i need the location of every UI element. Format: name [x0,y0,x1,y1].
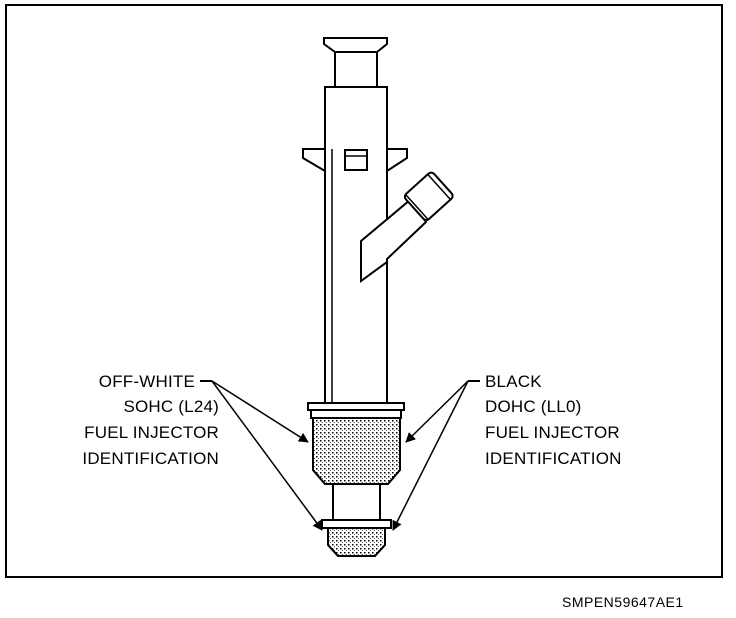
injector-o-ring-upper [307,402,405,411]
right-label-group: BLACK DOHC (LL0) FUEL INJECTOR IDENTIFIC… [485,372,622,468]
injector-o-ring-seat [310,409,402,419]
injector-top-neck [334,51,378,89]
injector-lower-ring [321,519,392,529]
right-callout-arrows [392,380,480,531]
left-callout-arrows [200,380,323,531]
figure-frame [5,4,723,578]
figure-code: SMPEN59647AE1 [562,594,684,610]
fuel-injector-illustration [302,37,454,557]
left-label-color: OFF-WHITE [99,372,195,391]
right-label-color: BLACK [485,372,542,391]
left-label-engine: SOHC (L24) [123,397,219,416]
left-label-group: OFF-WHITE SOHC (L24) FUEL INJECTOR IDENT… [82,372,219,468]
injector-lower-neck [332,483,381,521]
injector-top-cap [323,37,388,53]
injector-left-tab [302,148,326,173]
right-label-identification: IDENTIFICATION [485,449,622,468]
left-label-identification: IDENTIFICATION [82,449,219,468]
injector-electrical-connector [403,171,454,222]
left-label-part: FUEL INJECTOR [84,423,219,442]
injector-window [344,149,368,171]
injector-lower-color-band [327,527,386,557]
right-label-part: FUEL INJECTOR [485,423,620,442]
right-label-engine: DOHC (LL0) [485,397,581,416]
injector-upper-color-band [312,417,401,485]
injector-right-tab [386,148,408,173]
